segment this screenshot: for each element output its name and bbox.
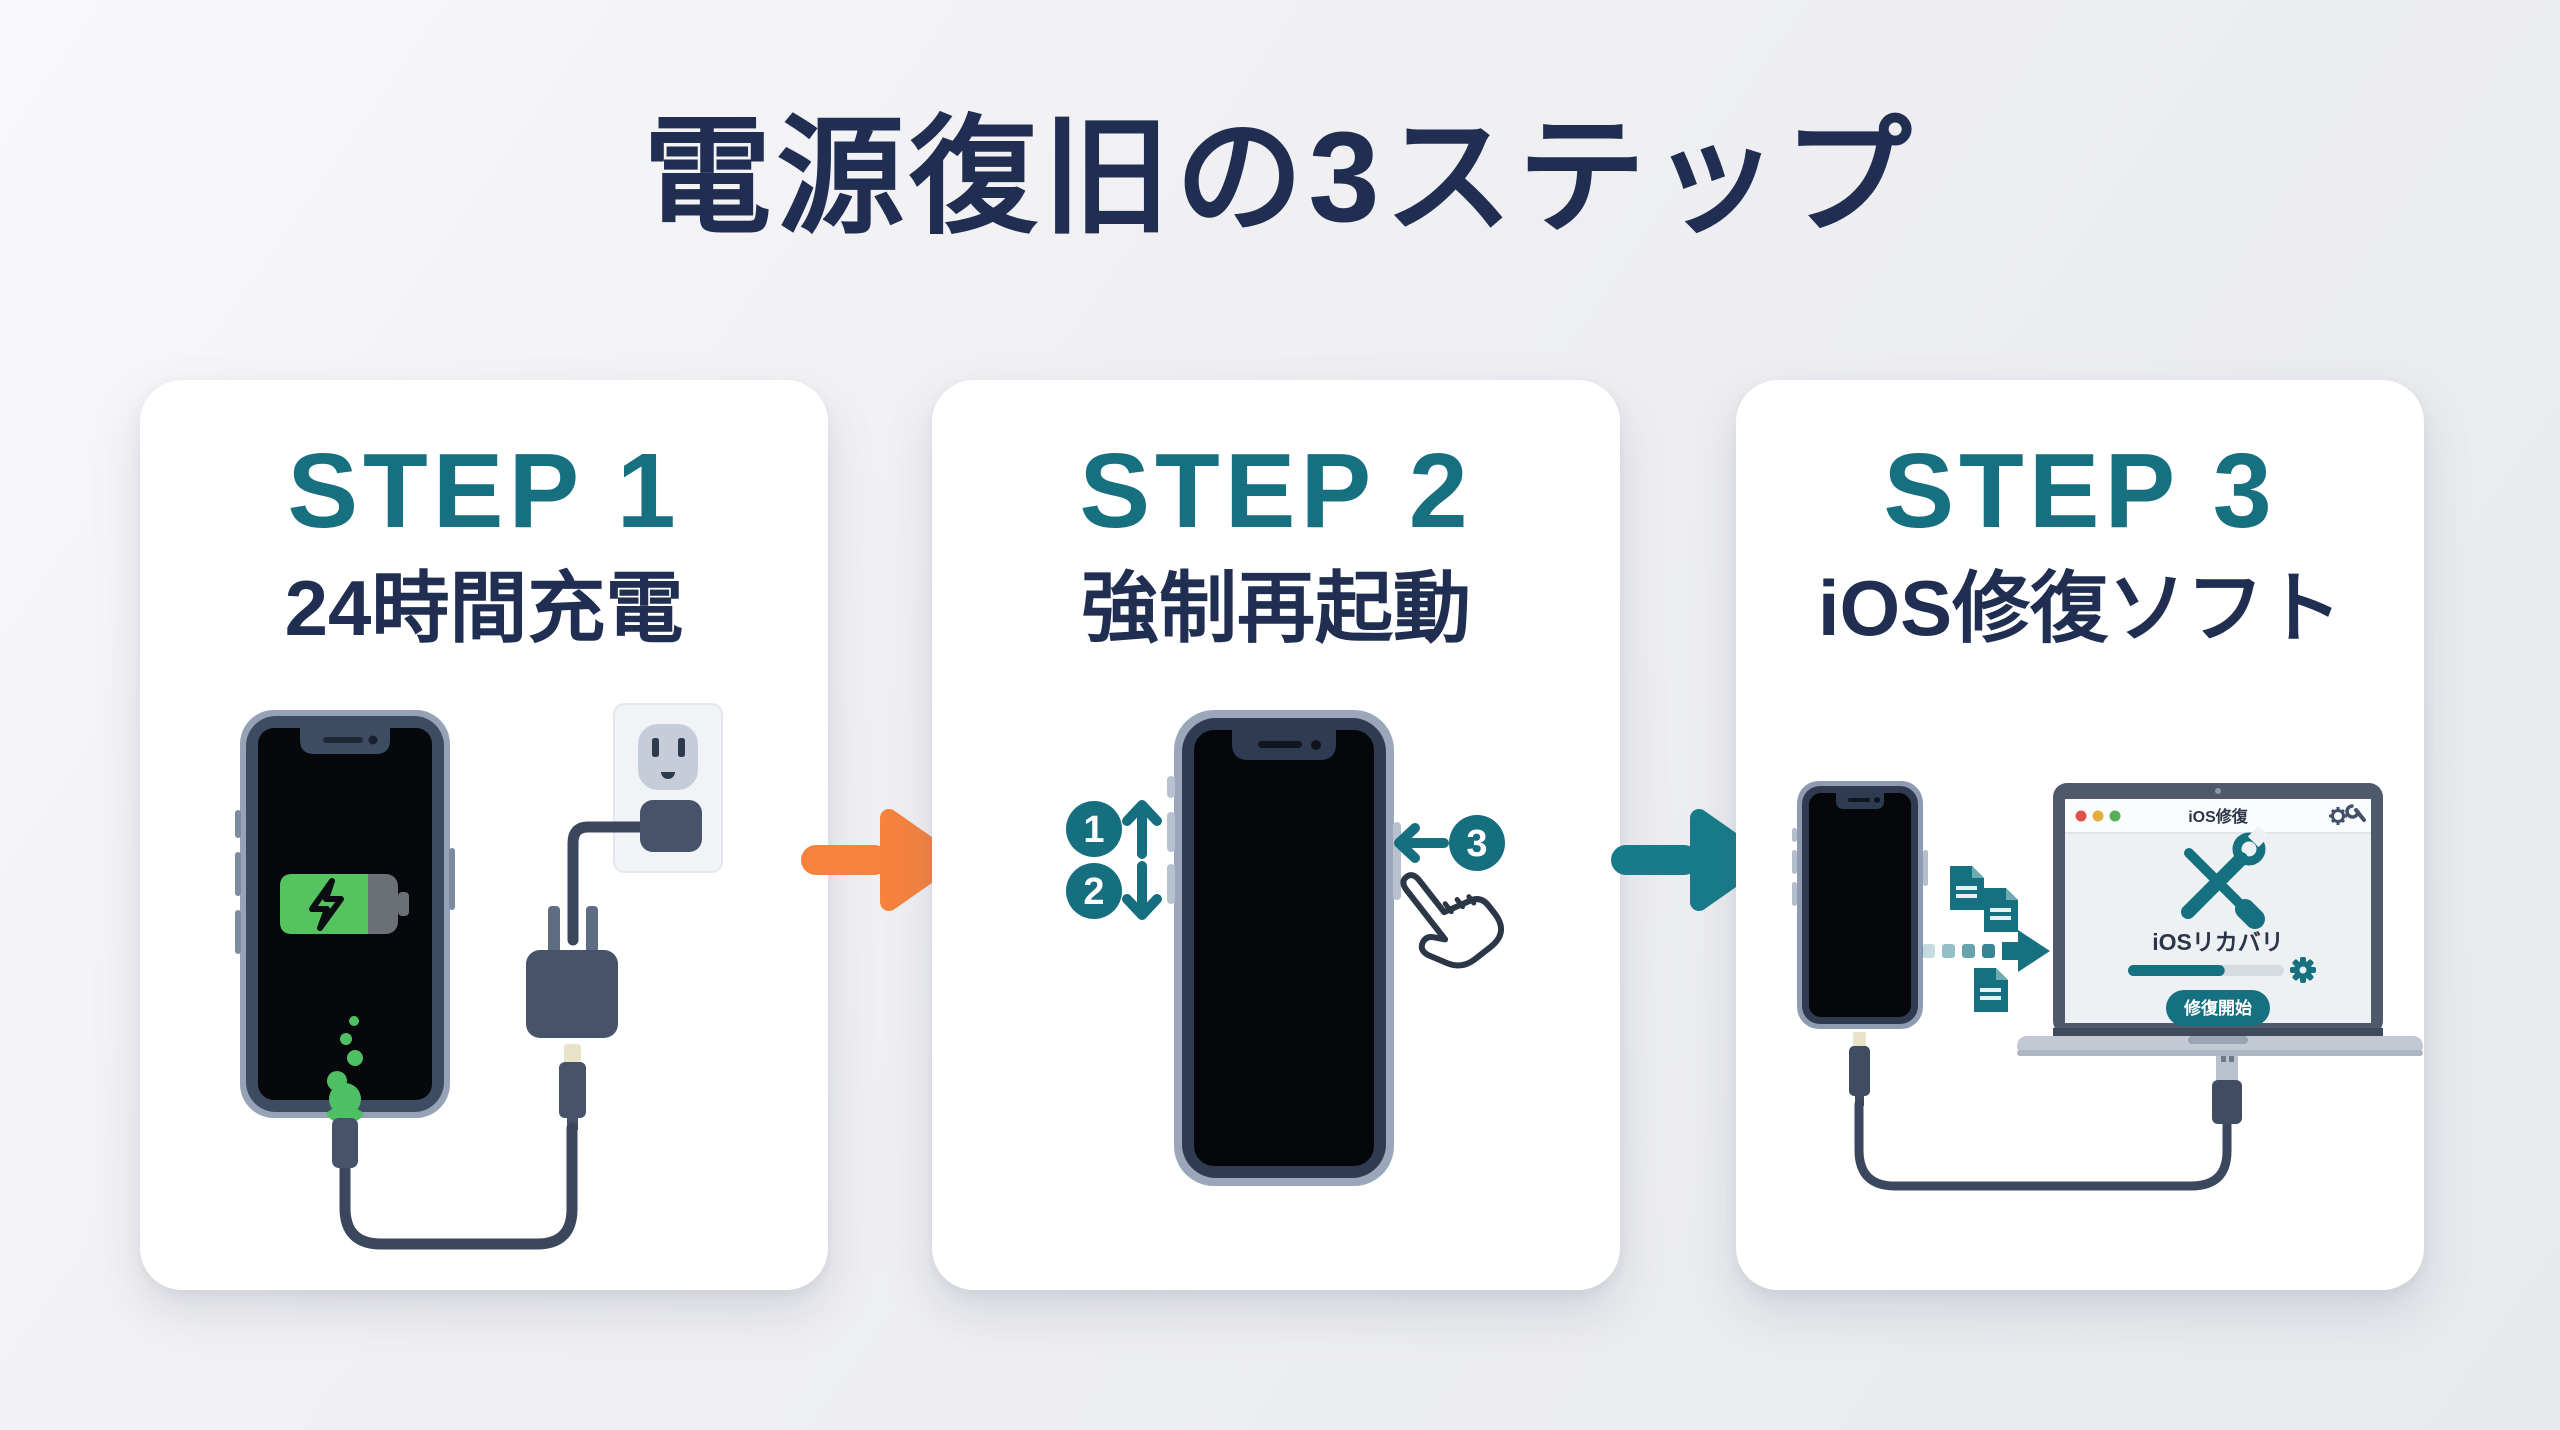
usb-cable <box>1854 1099 2232 1191</box>
progress-bar-fill <box>2128 965 2225 976</box>
laptop-hinge <box>2053 1028 2383 1038</box>
badge-3-number: 3 <box>1466 823 1487 865</box>
app-label: iOSリカバリ <box>2152 929 2284 955</box>
phone-icon <box>1792 781 1928 1029</box>
step-1-illustration <box>235 703 723 1250</box>
step-3-label: STEP 3 <box>1883 432 2277 550</box>
progress-bar <box>2128 965 2284 976</box>
step-card-3: STEP 3 iOS修復ソフト <box>1736 380 2424 1290</box>
step-card-1: STEP 1 24時間充電 <box>140 380 828 1290</box>
hand-cursor-icon <box>1400 872 1504 969</box>
gear-icon <box>2329 807 2347 825</box>
step-1-subtitle: 24時間充電 <box>284 564 684 652</box>
file-transfer-icons <box>1922 866 2050 1012</box>
start-repair-button: 修復開始 <box>2166 990 2270 1026</box>
document-icon <box>1950 866 1984 910</box>
arrow-left-icon <box>1394 823 1449 863</box>
step-3-subtitle: iOS修復ソフト <box>1817 564 2343 652</box>
step-1-label: STEP 1 <box>287 432 681 550</box>
maximize-traffic-light <box>2109 810 2121 822</box>
usb-connector-icon <box>2212 1046 2242 1124</box>
laptop-icon: iOS修復 <box>2017 783 2423 1056</box>
badge-1-number: 1 <box>1083 809 1104 851</box>
step-3-illustration: iOS修復 <box>1792 781 2423 1191</box>
arrow-right-orange-icon <box>801 809 958 911</box>
app-window-titlebar: iOS修復 <box>2065 799 2371 834</box>
lightning-connector-icon <box>1849 1032 1870 1106</box>
lightning-connector-icon <box>559 1044 586 1130</box>
wall-plug-icon <box>567 800 702 946</box>
step-card-2: STEP 2 強制再起動 1 <box>932 380 1620 1290</box>
close-traffic-light <box>2075 810 2087 822</box>
phone-icon <box>235 710 455 1168</box>
badge-2-volume-down: 2 <box>1066 861 1162 920</box>
arrow-right-teal-icon <box>1611 809 1768 911</box>
charging-cable <box>339 1122 578 1250</box>
phone-icon <box>1167 710 1401 1186</box>
minimize-traffic-light <box>2092 810 2104 822</box>
start-repair-button-label: 修復開始 <box>2183 998 2252 1018</box>
gear-icon <box>2290 957 2316 983</box>
document-icon <box>1984 888 2018 932</box>
arrow-down-icon <box>1122 861 1162 920</box>
page-title: 電源復旧の3ステップ <box>643 106 1917 249</box>
battery-charging-icon <box>280 874 409 934</box>
badge-2-number: 2 <box>1083 871 1104 913</box>
dashed-transfer-arrow <box>1922 930 2050 972</box>
power-adapter-icon <box>526 906 618 1038</box>
wrench-icon <box>2345 804 2366 822</box>
step-2-subtitle: 強制再起動 <box>1080 564 1471 652</box>
repair-tools-icon <box>2181 825 2270 929</box>
phone-plug <box>332 1118 358 1168</box>
document-icon <box>1974 968 2008 1012</box>
arrow-up-icon <box>1122 800 1162 859</box>
badge-1-volume-up: 1 <box>1066 800 1162 859</box>
app-window-title: iOS修復 <box>2188 807 2249 826</box>
badge-3-side-button: 3 <box>1394 815 1505 871</box>
step-2-label: STEP 2 <box>1079 432 1473 550</box>
step-2-illustration: 1 2 3 <box>1066 710 1505 1186</box>
liquid-bubbles-icon <box>326 1016 364 1123</box>
